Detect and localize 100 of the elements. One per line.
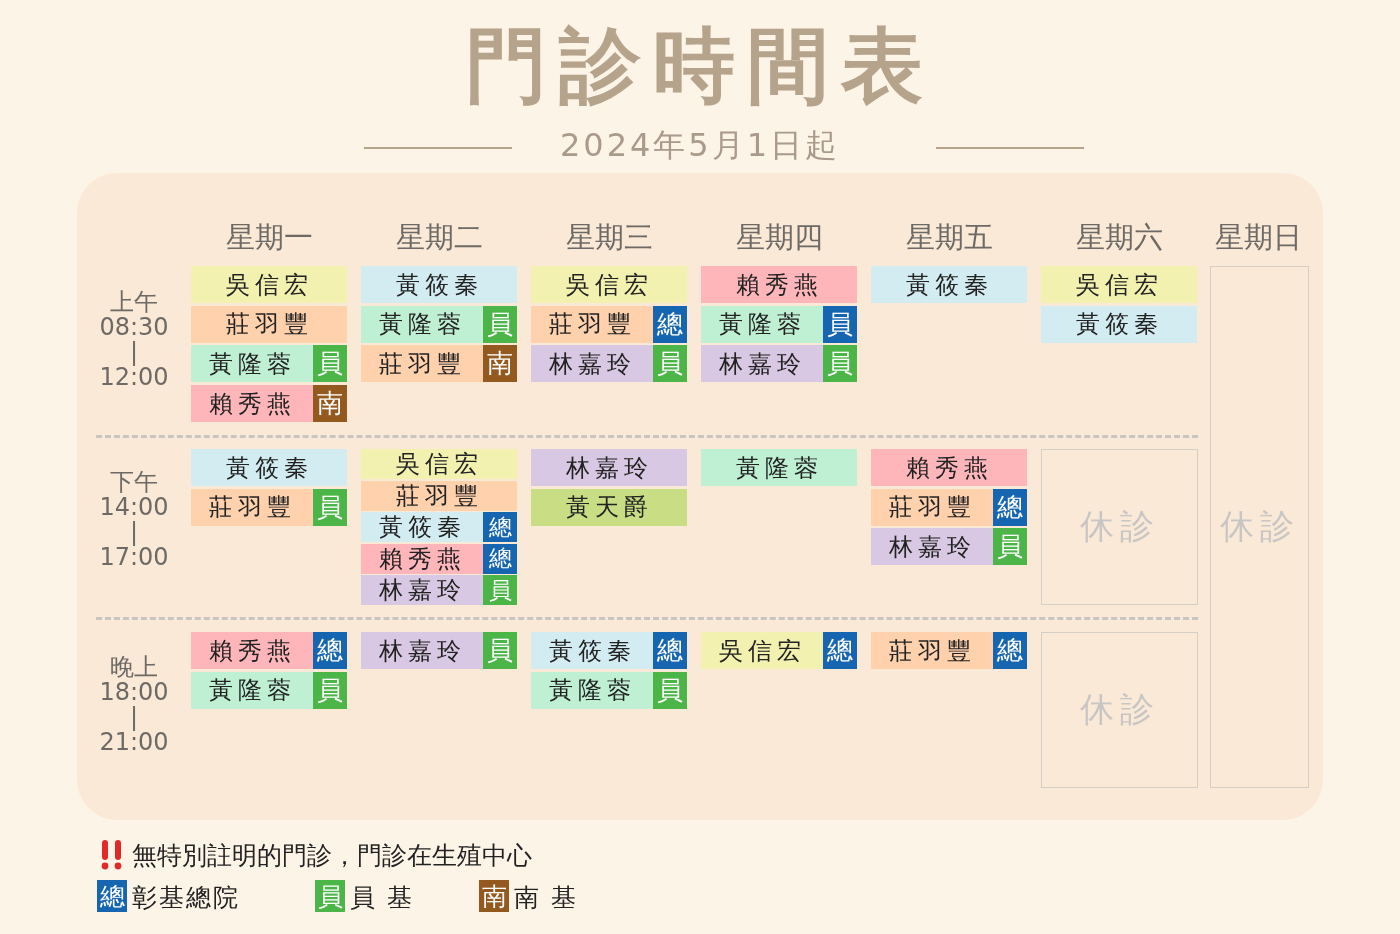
- page-title: 門診時間表: [464, 17, 936, 115]
- doctor-slot: [191, 305, 347, 343]
- doctor-slot: [191, 671, 347, 709]
- hospital-tag: 員: [315, 880, 345, 912]
- doctor-name: 莊羽豐: [395, 480, 483, 512]
- hospital-tag: 員: [653, 671, 687, 709]
- doctor-slot: [361, 305, 517, 343]
- doctor-name: 黃筱秦: [225, 452, 313, 484]
- doctor-slot: [191, 345, 347, 383]
- doctor-slot: [531, 488, 687, 526]
- doctor-name: 吳信宏: [1075, 269, 1163, 301]
- doctor-name: 林嘉玲: [718, 348, 806, 380]
- doctor-slot: [1041, 266, 1197, 303]
- hospital-tag: 總: [993, 488, 1027, 526]
- subtitle: 2024年5月1日起: [558, 125, 842, 166]
- day-header: 星期四: [734, 219, 824, 256]
- doctor-slot: [701, 345, 857, 383]
- doctor-name: 吳信宏: [565, 269, 653, 301]
- doctor-name: 黃筱秦: [1075, 309, 1163, 341]
- hospital-tag: 總: [313, 632, 347, 669]
- doctor-slot: [531, 266, 687, 303]
- time-slot-label: 下午 14:00 | 17:00: [99, 470, 169, 570]
- hospital-tag: 員: [483, 305, 517, 343]
- doctor-slot: [871, 449, 1027, 486]
- doctor-name: 林嘉玲: [548, 348, 636, 380]
- doctor-name: 林嘉玲: [378, 635, 466, 667]
- doctor-name: 莊羽豐: [548, 309, 636, 341]
- legend-text: 南 基: [514, 882, 578, 914]
- day-header: 星期三: [564, 219, 654, 256]
- doctor-slot: [531, 345, 687, 383]
- doctor-slot: [361, 512, 517, 542]
- closed-box: [1210, 266, 1309, 788]
- doctor-slot: [191, 449, 347, 486]
- doctor-slot: [871, 488, 1027, 526]
- hospital-tag: 員: [653, 345, 687, 383]
- doctor-name: 莊羽豐: [888, 492, 976, 524]
- doctor-name: 賴秀燕: [735, 269, 823, 301]
- hospital-tag: 員: [313, 345, 347, 383]
- hospital-tag: 總: [653, 305, 687, 343]
- day-header: 星期五: [904, 219, 994, 256]
- doctor-slot: [531, 671, 687, 709]
- hospital-tag: 總: [483, 543, 517, 574]
- hospital-tag: 南: [313, 385, 347, 423]
- closed-box: [1041, 632, 1198, 788]
- doctor-slot: [191, 488, 347, 526]
- doctor-name: 賴秀燕: [378, 543, 466, 575]
- legend-text: 員 基: [350, 882, 414, 914]
- hospital-tag: 員: [993, 528, 1027, 566]
- doctor-name: 莊羽豐: [225, 309, 313, 341]
- doctor-slot: [361, 632, 517, 669]
- doctor-name: 莊羽豐: [208, 492, 296, 524]
- note-text: 無特別註明的門診，門診在生殖中心: [132, 840, 532, 872]
- doctor-slot: [191, 632, 347, 669]
- doctor-name: 吳信宏: [395, 449, 483, 480]
- doctor-name: 莊羽豐: [888, 635, 976, 667]
- day-header: 星期一: [224, 219, 314, 256]
- doctor-name: 林嘉玲: [888, 531, 976, 563]
- day-header: 星期日: [1213, 219, 1303, 256]
- doctor-slot: [701, 449, 857, 486]
- doctor-slot: [191, 385, 347, 423]
- doctor-slot: [531, 305, 687, 343]
- hospital-tag: 員: [823, 345, 857, 383]
- doctor-name: 黃隆蓉: [718, 309, 806, 341]
- doctor-slot: [531, 632, 687, 669]
- hospital-tag: 總: [993, 632, 1027, 669]
- doctor-slot: [871, 632, 1027, 669]
- hospital-tag: 員: [823, 305, 857, 343]
- hospital-tag: 南: [483, 345, 517, 383]
- closed-box: [1041, 449, 1198, 605]
- hospital-tag: 總: [483, 512, 517, 542]
- hospital-tag: 員: [313, 488, 347, 526]
- doctor-slot: [361, 266, 517, 303]
- hospital-tag: 總: [97, 880, 127, 912]
- doctor-name: 黃筱秦: [548, 635, 636, 667]
- doctor-slot: [361, 575, 517, 605]
- doctor-name: 賴秀燕: [905, 452, 993, 484]
- doctor-slot: [701, 305, 857, 343]
- doctor-name: 賴秀燕: [208, 388, 296, 420]
- doctor-name: 吳信宏: [225, 269, 313, 301]
- doctor-slot: [1041, 305, 1197, 343]
- hospital-tag: 員: [313, 671, 347, 709]
- doctor-slot: [701, 632, 857, 669]
- time-slot-label: 晚上 18:00 | 21:00: [99, 655, 169, 755]
- hospital-tag: 南: [479, 880, 509, 912]
- doctor-name: 賴秀燕: [208, 635, 296, 667]
- day-header: 星期六: [1074, 219, 1164, 256]
- hospital-tag: 員: [483, 575, 517, 605]
- doctor-name: 黃天爵: [565, 492, 653, 524]
- day-header: 星期二: [394, 219, 484, 256]
- legend-text: 彰基總院: [132, 882, 240, 914]
- doctor-name: 黃隆蓉: [378, 309, 466, 341]
- doctor-slot: [361, 543, 517, 574]
- doctor-slot: [871, 528, 1027, 566]
- doctor-slot: [871, 266, 1027, 303]
- doctor-name: 黃隆蓉: [735, 452, 823, 484]
- doctor-name: 林嘉玲: [378, 575, 466, 606]
- doctor-slot: [531, 449, 687, 486]
- doctor-name: 黃隆蓉: [208, 348, 296, 380]
- doctor-name: 黃筱秦: [378, 512, 466, 543]
- hospital-tag: 總: [653, 632, 687, 669]
